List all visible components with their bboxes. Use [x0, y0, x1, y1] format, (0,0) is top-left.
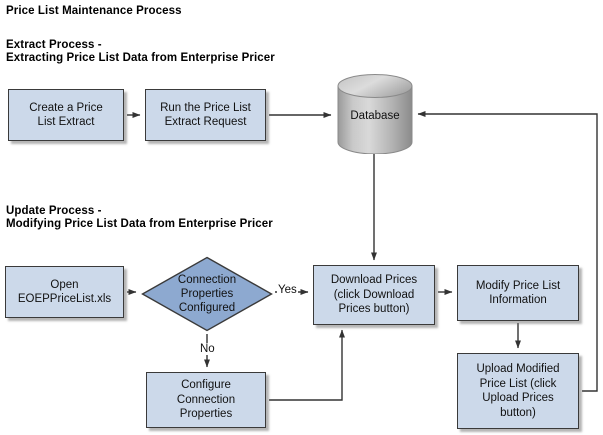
- diamond-shape: [141, 256, 273, 332]
- node-database[interactable]: Database: [336, 74, 414, 154]
- section-title-extract: Extract Process - Extracting Price List …: [6, 39, 275, 64]
- node-create-price-list-extract[interactable]: Create a Price List Extract: [8, 89, 124, 141]
- database-label: Database: [350, 110, 400, 122]
- decision-label: Connection Properties Configured: [177, 274, 237, 314]
- section-title-update: Update Process - Modifying Price List Da…: [6, 205, 273, 230]
- node-download-prices[interactable]: Download Prices (click Download Prices b…: [313, 265, 435, 325]
- node-decision-connection-properties-configured[interactable]: Connection Properties Configured: [140, 255, 274, 333]
- database-cylinder-icon: [337, 74, 413, 154]
- node-upload-modified-price-list[interactable]: Upload Modified Price List (click Upload…: [457, 353, 579, 429]
- node-run-price-list-extract-request[interactable]: Run the Price List Extract Request: [145, 89, 266, 141]
- edge-label-no: No: [199, 343, 216, 355]
- node-open-eoeppricelist-xls[interactable]: Open EOEPPriceList.xls: [5, 266, 124, 318]
- edge-configure-to-download: [269, 329, 345, 401]
- edge-label-yes: Yes: [277, 284, 298, 296]
- node-modify-price-list-information[interactable]: Modify Price List Information: [457, 265, 579, 321]
- page-title: Price List Maintenance Process: [6, 5, 182, 17]
- edge-upload-to-database: [417, 111, 598, 392]
- node-configure-connection-properties[interactable]: Configure Connection Properties: [146, 372, 266, 428]
